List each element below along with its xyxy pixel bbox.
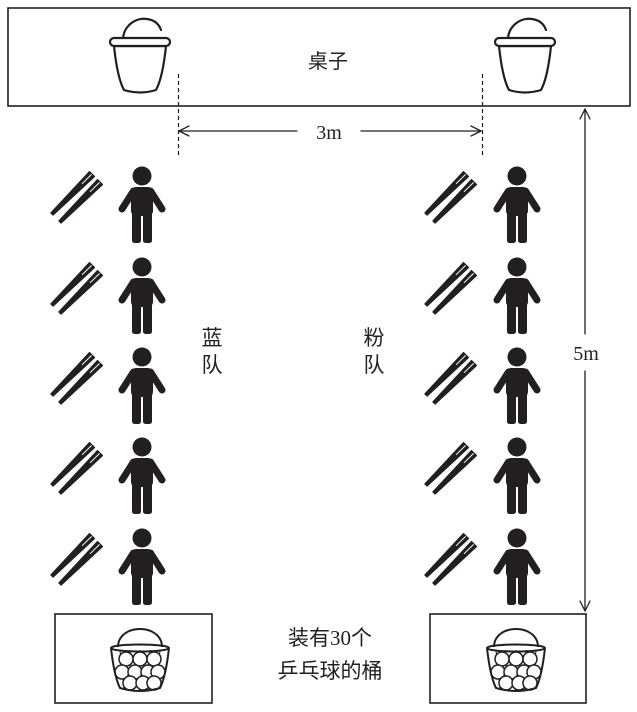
team-label-character: 蓝 [202,326,223,350]
ball-bucket-caption: 装有30个 乒乓球的桶 [278,626,383,683]
blue-team-chopsticks-1-icon [50,171,104,224]
pink-team: 粉队 [364,167,538,606]
left-ball-bucket-box [54,613,213,704]
team-label-character: 队 [364,353,385,377]
ball-bucket-caption-line-2: 乒乓球的桶 [278,659,383,683]
pink-team-label: 粉队 [364,326,385,377]
pink-team-chopsticks-1-icon [424,171,478,224]
blue-team-player-1-icon [122,167,162,244]
pink-team-chopsticks-5-icon [424,533,478,586]
blue-team-chopsticks-4-icon [50,442,104,495]
blue-team-player-3-icon [122,348,162,425]
pink-team-chopsticks-3-icon [424,352,478,405]
pink-team-chopsticks-2-icon [424,262,478,315]
blue-team-player-2-icon [122,258,162,335]
blue-team-player-4-icon [122,438,162,515]
pink-team-player-5-icon [497,529,537,606]
ball-bucket-caption-line-1: 装有30个 [288,626,372,650]
horizontal-distance-arrow [178,125,482,137]
vertical-distance-arrow [579,108,591,612]
left-ball-bucket-icon [110,628,170,693]
horizontal-arrow-head-left [178,125,190,137]
blue-team-player-5-icon [122,529,162,606]
pink-team-player-2-icon [497,258,537,335]
table-label: 桌子 [308,50,348,73]
pink-team-player-3-icon [497,348,537,425]
pink-team-chopsticks-4-icon [424,442,478,495]
team-label-character: 粉 [364,326,385,350]
horizontal-arrow-head-right [470,125,482,137]
table [7,7,631,107]
team-label-character: 队 [202,353,223,377]
blue-team: 蓝队 [50,167,223,606]
right-ball-bucket-icon [486,628,546,693]
horizontal-distance-label: 3m [316,122,342,144]
pink-team-player-1-icon [497,167,537,244]
vertical-distance-label: 5m [573,343,599,365]
right-ball-bucket-box [429,613,587,704]
left-table-bucket-icon [108,17,172,94]
right-table-bucket-icon [493,17,557,94]
blue-team-label: 蓝队 [202,326,223,377]
blue-team-chopsticks-5-icon [50,533,104,586]
vertical-arrow-head-bottom [579,600,591,612]
blue-team-chopsticks-3-icon [50,352,104,405]
vertical-arrow-head-top [579,108,591,120]
blue-team-chopsticks-2-icon [50,262,104,315]
pink-team-player-4-icon [497,438,537,515]
